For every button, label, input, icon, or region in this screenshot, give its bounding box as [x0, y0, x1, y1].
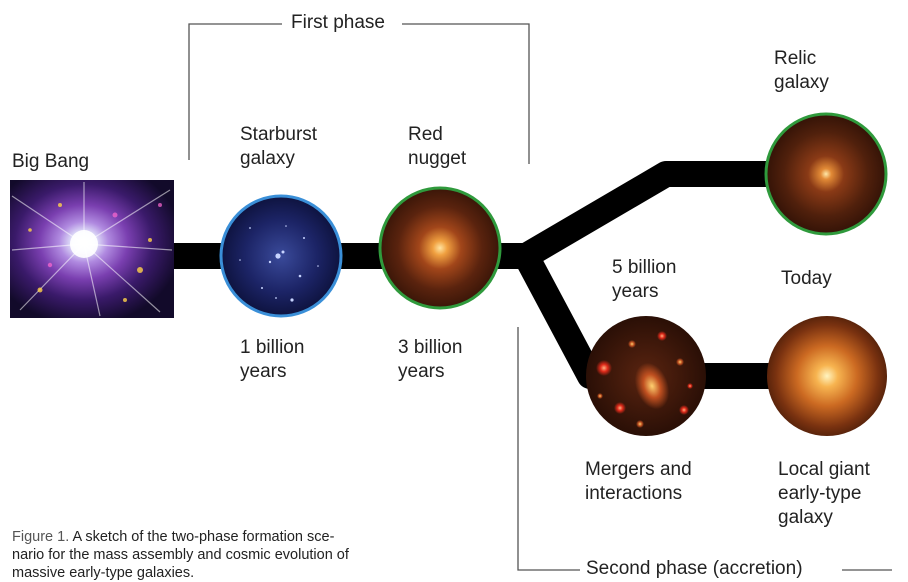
first-phase-bracket [188, 23, 530, 164]
relic-label-line1: Relic [774, 48, 817, 69]
relic-galaxy-image [764, 112, 888, 236]
caption-figure-number: Figure 1. [12, 529, 70, 545]
mergers-label: Mergers and interactions [585, 458, 692, 506]
big-bang-label: Big Bang [12, 151, 90, 172]
mergers-label-line1: Mergers and [585, 459, 692, 480]
starburst-label-line2: galaxy [240, 148, 295, 169]
local-giant-label: Local giant early-type galaxy [778, 458, 870, 530]
first-phase-label: First phase [285, 12, 391, 34]
time-3-billion-label: 3 billion years [398, 336, 462, 384]
today-label: Today [781, 268, 832, 289]
starburst-galaxy-image [219, 194, 343, 318]
time-5b-line2: years [612, 281, 659, 302]
local-label-line3: galaxy [778, 507, 833, 528]
local-label-line1: Local giant [778, 459, 870, 480]
time-5b-line1: 5 billion [612, 257, 677, 278]
time-3b-line2: years [398, 361, 445, 382]
second-phase-bracket [517, 327, 892, 571]
relic-label-line2: galaxy [774, 72, 829, 93]
big-bang-image [10, 180, 174, 318]
mergers-label-line2: interactions [585, 483, 683, 504]
caption-text-line1: A sketch of the two-phase formation sce- [69, 529, 335, 545]
local-label-line2: early-type [778, 483, 862, 504]
time-1-billion-label: 1 billion years [240, 336, 304, 384]
time-3b-line1: 3 billion [398, 337, 463, 358]
starburst-galaxy-label: Starburst galaxy [240, 123, 317, 171]
relic-galaxy-label: Relic galaxy [774, 47, 829, 95]
second-phase-label: Second phase (accretion) [580, 558, 809, 580]
time-1b-line1: 1 billion [240, 337, 305, 358]
caption-line2: nario for the mass assembly and cosmic e… [12, 547, 349, 563]
local-giant-galaxy-image [767, 316, 887, 436]
starburst-label-line1: Starburst [240, 124, 318, 145]
caption-line1: Figure 1. A sketch of the two-phase form… [12, 528, 482, 546]
caption-line3: massive early-type galaxies. [12, 565, 195, 581]
red-nugget-label-line2: nugget [408, 148, 467, 169]
time-5-billion-label: 5 billion years [612, 256, 676, 304]
time-1b-line2: years [240, 361, 287, 382]
red-nugget-image [378, 186, 502, 310]
red-nugget-label: Red nugget [408, 123, 466, 171]
mergers-image [586, 316, 706, 436]
red-nugget-label-line1: Red [408, 124, 443, 145]
figure-caption: Figure 1. A sketch of the two-phase form… [12, 528, 482, 582]
